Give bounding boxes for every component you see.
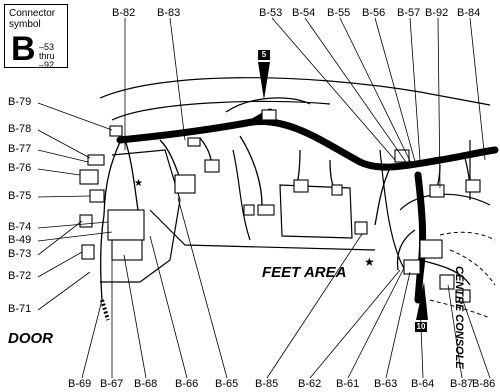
- label-b77: B-77: [8, 143, 32, 155]
- label-b62: B-62: [298, 378, 322, 390]
- label-b74: B-74: [8, 221, 32, 233]
- label-b75: B-75: [8, 190, 32, 202]
- door-harness: [100, 299, 110, 321]
- dashboard-outline: [99, 77, 491, 283]
- label-b71: B-71: [8, 303, 32, 315]
- label-b67: B-67: [100, 378, 124, 390]
- star-marker-right: ★: [364, 255, 375, 269]
- label-b64: B-64: [411, 378, 435, 390]
- connector-blocks: [79, 109, 481, 303]
- label-b56: B-56: [362, 7, 386, 19]
- label-b83: B-83: [157, 7, 181, 19]
- label-b66: B-66: [175, 378, 199, 390]
- label-b79: B-79: [8, 96, 32, 108]
- legend-title-line2: symbol: [9, 19, 41, 30]
- legend-range-to: –92: [39, 60, 55, 70]
- label-b61: B-61: [336, 378, 360, 390]
- label-b54: B-54: [292, 7, 316, 19]
- label-b86: B-86: [472, 378, 496, 390]
- feet-area-label: FEET AREA: [262, 264, 347, 281]
- label-b82: B-82: [112, 7, 136, 19]
- label-b92: B-92: [425, 7, 449, 19]
- label-b65: B-65: [215, 378, 239, 390]
- label-b57: B-57: [397, 7, 421, 19]
- label-b53: B-53: [259, 7, 283, 19]
- legend-range-mid: thru: [39, 51, 55, 61]
- label-b72: B-72: [8, 270, 32, 282]
- badge-pointer-top: [258, 62, 270, 100]
- legend-title-line1: Connector: [9, 8, 56, 19]
- label-b73: B-73: [8, 248, 32, 260]
- centre-console-label: CENTRE CONSOLE: [453, 266, 465, 369]
- label-b55: B-55: [327, 7, 351, 19]
- badge-5: 5: [258, 50, 270, 60]
- door-label: DOOR: [8, 330, 53, 347]
- badge-pointer-bottom: [416, 282, 428, 320]
- dashed-console-wiring: [429, 231, 496, 319]
- label-b78: B-78: [8, 123, 32, 135]
- legend-title: Connector symbol: [9, 8, 55, 30]
- star-marker-left: ★: [134, 178, 143, 189]
- connector-symbol-legend: Connector symbol B –53 thru –92: [4, 4, 68, 70]
- label-b84: B-84: [457, 7, 481, 19]
- label-b68: B-68: [134, 378, 158, 390]
- label-b69: B-69: [68, 378, 92, 390]
- label-b87: B-87: [450, 378, 474, 390]
- label-b76: B-76: [8, 162, 32, 174]
- label-b49: B-49: [8, 234, 32, 246]
- label-b63: B-63: [374, 378, 398, 390]
- legend-range-from: –53: [39, 42, 55, 52]
- label-b85: B-85: [255, 378, 279, 390]
- leader-lines: [37, 17, 491, 379]
- legend-range: –53 thru –92: [39, 43, 55, 70]
- badge-10: 10: [415, 322, 427, 332]
- legend-letter: B: [11, 30, 36, 68]
